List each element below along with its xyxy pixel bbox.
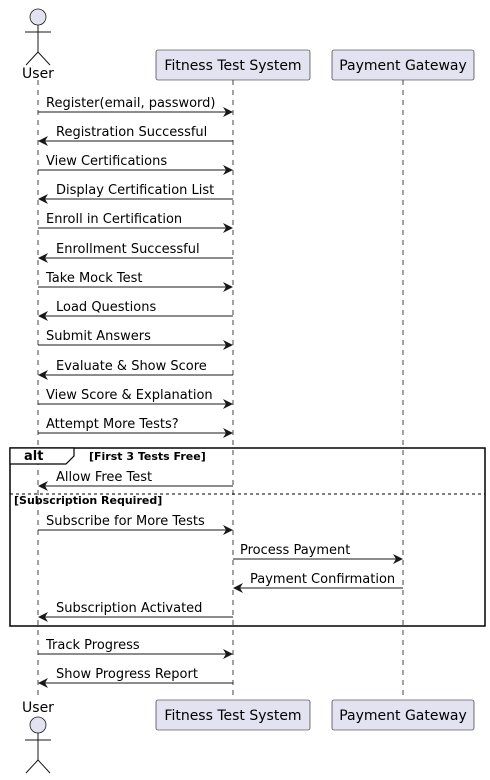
user-actor-top-icon <box>25 8 51 66</box>
message-allow-free-test: Allow Free Test <box>38 470 233 491</box>
message-label: Subscription Activated <box>56 601 202 616</box>
alt-fragment: alt [First 3 Tests Free] [Subscription R… <box>9 447 486 627</box>
message-submit-answers: Submit Answers <box>38 329 233 350</box>
message-process-payment: Process Payment <box>233 543 403 564</box>
alt-guard-subscription: [Subscription Required] <box>14 494 162 507</box>
message-label: Display Certification List <box>56 183 214 198</box>
message-label: View Score & Explanation <box>46 388 213 403</box>
message-subscribe: Subscribe for More Tests <box>38 514 233 535</box>
message-subscription-activated: Subscription Activated <box>38 601 233 622</box>
message-label: Allow Free Test <box>56 470 152 485</box>
message-enroll: Enroll in Certification <box>38 212 233 233</box>
message-label: Register(email, password) <box>46 96 216 111</box>
message-label: Track Progress <box>45 638 140 653</box>
message-label: Enrollment Successful <box>56 242 200 257</box>
system-box-top <box>155 49 311 81</box>
message-label: Take Mock Test <box>45 271 143 286</box>
message-label: View Certifications <box>46 154 167 169</box>
message-load-questions: Load Questions <box>38 300 233 321</box>
alt-keyword: alt <box>24 449 43 464</box>
message-evaluate-score: Evaluate & Show Score <box>38 359 233 380</box>
message-payment-confirmation: Payment Confirmation <box>233 572 403 593</box>
user-label-bottom: User <box>22 700 54 716</box>
message-take-mock-test: Take Mock Test <box>38 271 233 292</box>
system-label-bottom: Fitness Test System <box>164 708 301 724</box>
system-box-bottom <box>155 699 311 731</box>
gateway-label-bottom: Payment Gateway <box>339 708 467 724</box>
user-label-top: User <box>22 66 54 82</box>
message-label: Submit Answers <box>46 329 151 344</box>
message-show-progress-report: Show Progress Report <box>38 667 233 688</box>
alt-guard-free: [First 3 Tests Free] <box>89 450 206 463</box>
message-label: Registration Successful <box>56 125 207 140</box>
message-track-progress: Track Progress <box>38 638 233 659</box>
message-label: Payment Confirmation <box>250 572 395 587</box>
message-register: Register(email, password) <box>38 96 233 117</box>
message-view-certifications: View Certifications <box>38 154 233 175</box>
message-label: Show Progress Report <box>56 667 198 682</box>
message-view-score: View Score & Explanation <box>38 388 233 409</box>
system-label-top: Fitness Test System <box>164 58 301 74</box>
message-registration-successful: Registration Successful <box>38 125 233 146</box>
message-label: Subscribe for More Tests <box>46 514 205 529</box>
gateway-label-top: Payment Gateway <box>339 58 467 74</box>
message-enrollment-successful: Enrollment Successful <box>38 242 233 263</box>
message-label: Evaluate & Show Score <box>56 359 207 374</box>
message-display-certification-list: Display Certification List <box>38 183 233 204</box>
gateway-box-top <box>331 49 475 81</box>
message-label: Attempt More Tests? <box>46 417 179 432</box>
message-label: Load Questions <box>56 300 156 315</box>
user-actor-bottom-icon <box>25 716 51 774</box>
gateway-box-bottom <box>331 699 475 731</box>
message-attempt-more-tests: Attempt More Tests? <box>38 417 233 438</box>
message-label: Enroll in Certification <box>46 212 182 227</box>
message-label: Process Payment <box>240 543 350 558</box>
